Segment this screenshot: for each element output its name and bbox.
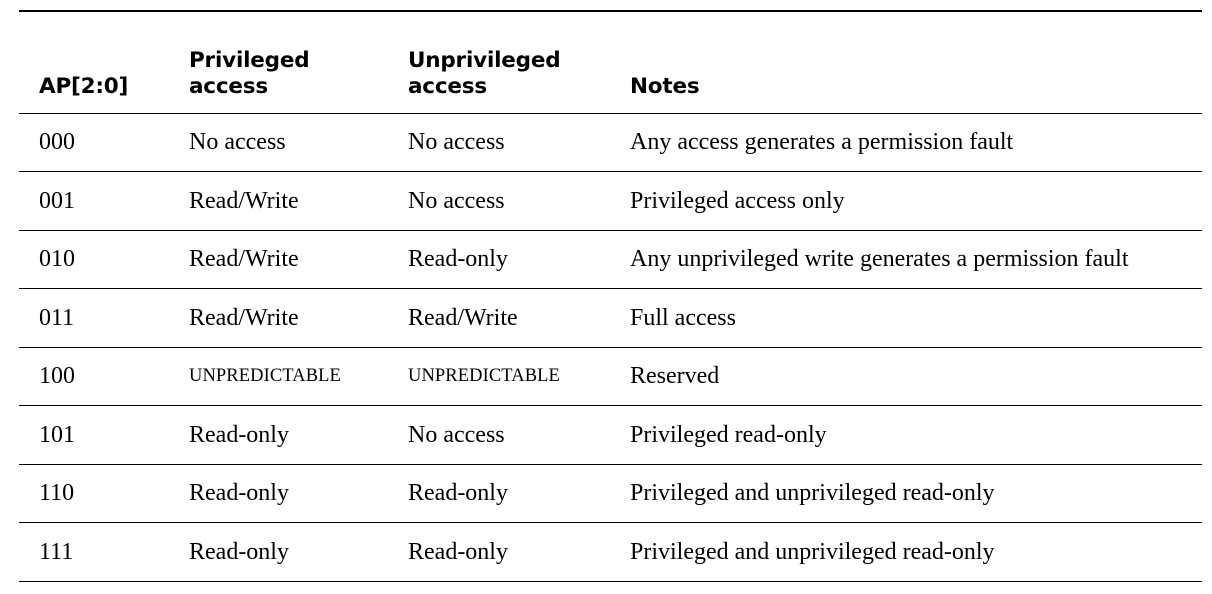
column-header-notes: Notes: [614, 10, 1202, 114]
cell-privileged-access: Read/Write: [173, 171, 392, 231]
cell-ap: 001: [19, 171, 173, 231]
cell-ap: 101: [19, 405, 173, 465]
cell-unprivileged-access: No access: [392, 171, 614, 231]
table-row: 110 Read-only Read-only Privileged and u…: [19, 464, 1202, 523]
ap-permissions-table: AP[2:0] Privileged access Unprivileged a…: [19, 10, 1202, 582]
table-row: 011 Read/Write Read/Write Full access: [19, 288, 1202, 348]
table-row: 000 No access No access Any access gener…: [19, 113, 1202, 172]
cell-unprivileged-access: No access: [392, 405, 614, 465]
cell-notes: Any unprivileged write generates a permi…: [614, 230, 1202, 289]
cell-ap: 111: [19, 522, 173, 582]
table-row: 001 Read/Write No access Privileged acce…: [19, 171, 1202, 231]
cell-privileged-access: No access: [173, 113, 392, 172]
cell-notes: Privileged and unprivileged read-only: [614, 522, 1202, 582]
table-row: 100 UNPREDICTABLE UNPREDICTABLE Reserved: [19, 347, 1202, 406]
cell-unprivileged-access: Read-only: [392, 464, 614, 523]
cell-privileged-access: Read/Write: [173, 288, 392, 348]
cell-unprivileged-access: Read-only: [392, 522, 614, 582]
cell-unprivileged-access: Read/Write: [392, 288, 614, 348]
cell-privileged-access: Read-only: [173, 464, 392, 523]
column-header-unprivileged-access: Unprivileged access: [392, 10, 614, 114]
cell-unprivileged-access: Read-only: [392, 230, 614, 289]
cell-privileged-access: Read-only: [173, 522, 392, 582]
cell-notes: Full access: [614, 288, 1202, 348]
cell-unprivileged-access: UNPREDICTABLE: [392, 347, 614, 406]
column-header-privileged-access: Privileged access: [173, 10, 392, 114]
cell-notes: Privileged access only: [614, 171, 1202, 231]
cell-ap: 010: [19, 230, 173, 289]
column-header-ap: AP[2:0]: [19, 10, 173, 114]
table-row: 010 Read/Write Read-only Any unprivilege…: [19, 230, 1202, 289]
table-header-row: AP[2:0] Privileged access Unprivileged a…: [19, 10, 1202, 114]
table-row: 111 Read-only Read-only Privileged and u…: [19, 522, 1202, 582]
cell-unprivileged-access: No access: [392, 113, 614, 172]
cell-notes: Any access generates a permission fault: [614, 113, 1202, 172]
cell-privileged-access: Read/Write: [173, 230, 392, 289]
cell-notes: Privileged read-only: [614, 405, 1202, 465]
cell-ap: 110: [19, 464, 173, 523]
cell-ap: 000: [19, 113, 173, 172]
cell-privileged-access: Read-only: [173, 405, 392, 465]
cell-notes: Privileged and unprivileged read-only: [614, 464, 1202, 523]
cell-ap: 011: [19, 288, 173, 348]
ap-permissions-table-container: AP[2:0] Privileged access Unprivileged a…: [19, 10, 1202, 582]
table-row: 101 Read-only No access Privileged read-…: [19, 405, 1202, 465]
table-header: AP[2:0] Privileged access Unprivileged a…: [19, 10, 1202, 114]
cell-privileged-access: UNPREDICTABLE: [173, 347, 392, 406]
table-body: 000 No access No access Any access gener…: [19, 113, 1202, 582]
cell-ap: 100: [19, 347, 173, 406]
cell-notes: Reserved: [614, 347, 1202, 406]
